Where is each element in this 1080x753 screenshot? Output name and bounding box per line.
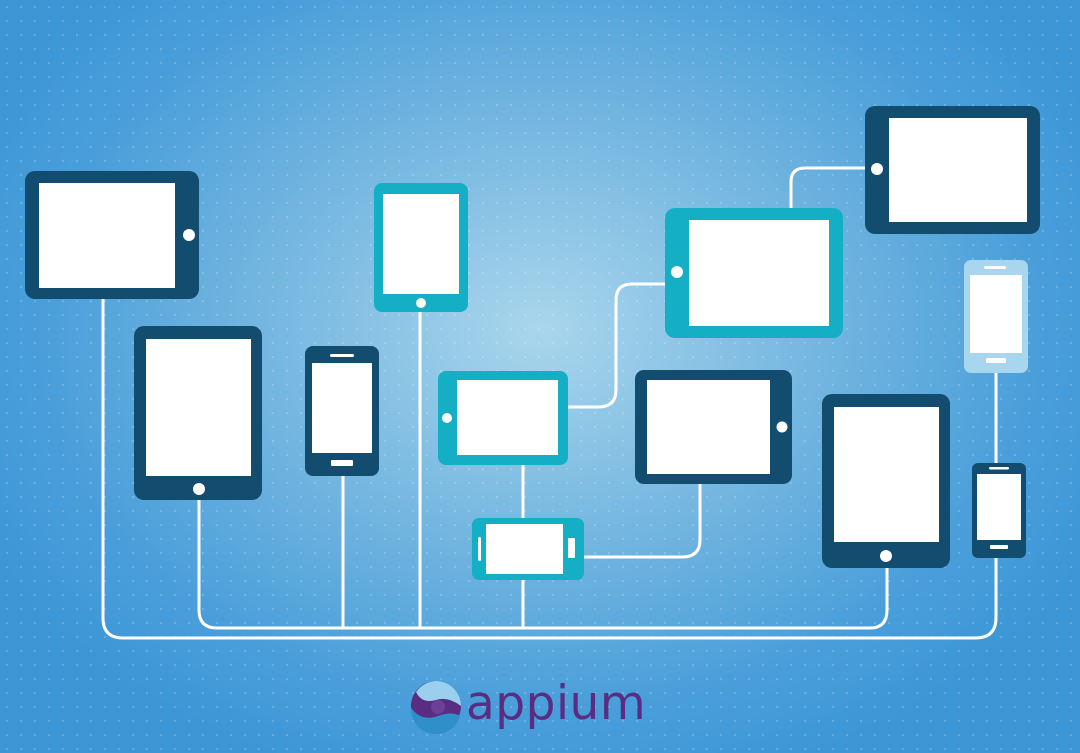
cable-teal-small-to-teal-large (565, 282, 670, 409)
appium-wordmark: appium (466, 676, 647, 731)
phone-portrait-right (972, 463, 1026, 558)
appium-logo: appium (408, 676, 658, 736)
tablet-landscape-teal-small (438, 371, 568, 465)
tablet-portrait-teal (374, 183, 468, 312)
phone-portrait-left (305, 346, 379, 476)
appium-logo-mark-icon (410, 681, 461, 734)
cable-phone-to-center-tablet (580, 481, 702, 559)
cables (101, 166, 998, 640)
tablet-landscape-teal-large (665, 208, 843, 338)
tablet-portrait-left (134, 326, 262, 500)
tablet-portrait-right (822, 394, 950, 568)
tablet-landscape-left (25, 171, 199, 299)
cable-main-bus (101, 298, 998, 640)
cable-teal-large-to-top-right (789, 166, 870, 212)
cable-tablet-portrait-left (197, 496, 889, 630)
phone-landscape-teal (472, 518, 584, 580)
phone-portrait-light (964, 260, 1028, 373)
tablet-landscape-top-right (865, 106, 1040, 234)
tablet-landscape-center (635, 370, 792, 484)
